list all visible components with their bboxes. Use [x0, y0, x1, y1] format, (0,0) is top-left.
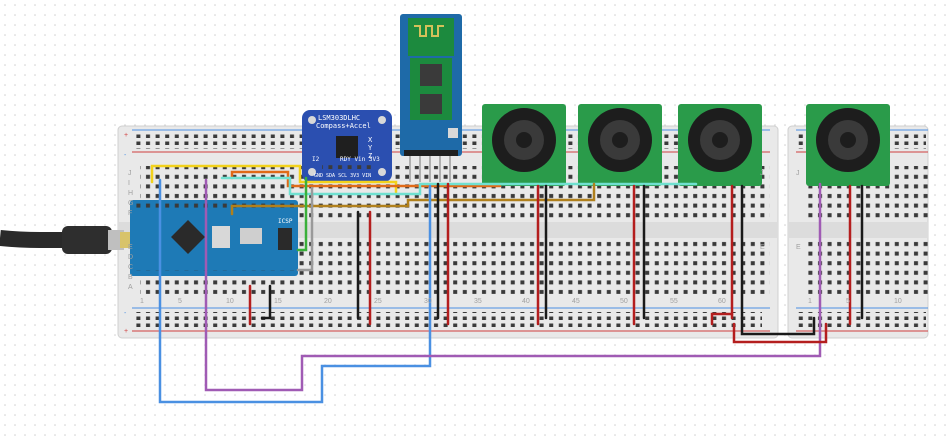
sensor-1 — [482, 104, 566, 186]
rail-minus-bottom: - — [124, 310, 127, 317]
rail-plus-bottom: + — [124, 328, 129, 335]
board2-col-num-10: 10 — [894, 298, 902, 305]
col-num-35: 35 — [474, 298, 482, 305]
arduino-icsp-label: ICSP — [278, 218, 293, 225]
row-letter-b: B — [128, 274, 133, 281]
accel-row-labels: RDY Vin 3V3 — [340, 156, 380, 163]
row-letter-j: J — [128, 170, 132, 177]
accel-axis-y: Y — [368, 144, 373, 152]
row-letter-e: E — [128, 244, 133, 251]
sensor-3 — [678, 104, 762, 186]
col-num-15: 15 — [274, 298, 282, 305]
accel-pin-short: I2 — [312, 156, 320, 163]
col-num-20: 20 — [324, 298, 332, 305]
accel-axis-x: X — [368, 136, 373, 144]
row-letter-g: G — [128, 200, 134, 207]
board2-col-num-5: 5 — [846, 298, 850, 305]
accelerometer-board — [302, 110, 392, 182]
row-letter-d: D — [128, 254, 134, 261]
board2-row-letter-e: E — [796, 244, 801, 251]
row-letter-e-right: E — [760, 244, 765, 251]
board2-col-num-1: 1 — [808, 298, 812, 305]
col-num-5: 5 — [178, 298, 182, 305]
board2-row-letter-j: J — [796, 170, 800, 177]
bluetooth-module — [400, 14, 462, 182]
rail-plus-top: + — [124, 132, 129, 139]
col-num-1: 1 — [140, 298, 144, 305]
accel-axis-z: Z — [368, 152, 373, 160]
col-num-25: 25 — [374, 298, 382, 305]
col-num-55: 55 — [670, 298, 678, 305]
accel-name-line1: LSM303DLHC — [318, 114, 361, 122]
col-num-10: 10 — [226, 298, 234, 305]
arduino-nano — [130, 200, 298, 276]
wires — [150, 164, 864, 404]
row-letter-j-right: J — [760, 170, 764, 177]
accel-pins: GND SDA SCL 3V3 VIN — [314, 173, 372, 179]
col-num-60: 60 — [718, 298, 726, 305]
col-num-40: 40 — [522, 298, 530, 305]
accel-name-line2: Compass+Accel — [316, 122, 371, 130]
row-letter-f: F — [128, 210, 133, 217]
col-num-50: 50 — [620, 298, 628, 305]
row-letter-h: H — [128, 190, 134, 197]
col-num-45: 45 — [572, 298, 580, 305]
sensor-4 — [806, 104, 890, 186]
row-letter-a: A — [128, 284, 133, 291]
row-letter-c: C — [128, 264, 134, 271]
sensor-2 — [578, 104, 662, 186]
col-num-30: 30 — [424, 298, 432, 305]
row-letter-i: I — [128, 180, 130, 187]
rail-minus-top: - — [124, 152, 127, 159]
